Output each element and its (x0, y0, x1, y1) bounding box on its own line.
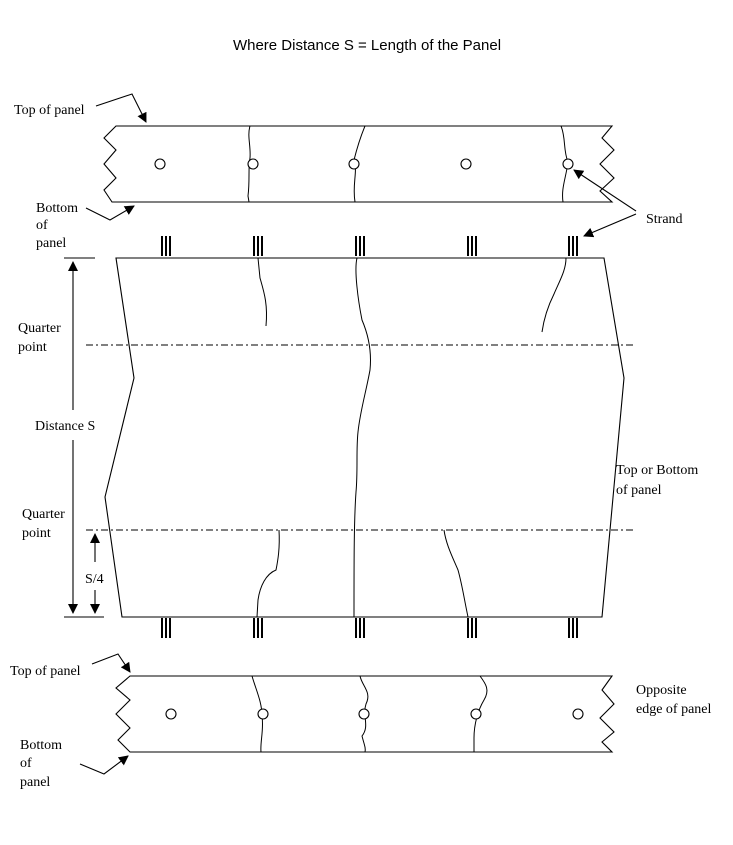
upper-edge-strand-hole-3 (348, 158, 360, 170)
upper-edge-strand-hole-1 (154, 158, 166, 170)
main-crack-top-3 (541, 257, 567, 333)
label-bottom-upper-3: panel (36, 236, 66, 251)
upper-strand-ends (161, 236, 578, 256)
label-s-over-4: S/4 (85, 572, 104, 587)
distance-s-dimension (64, 257, 104, 618)
upper-edge-panel (103, 125, 615, 203)
label-top-or-bottom-1: Top or Bottom (616, 463, 698, 478)
arrow-top-of-panel-upper (95, 93, 147, 123)
upper-edge-crack-1 (247, 125, 251, 203)
label-bottom-lower-1: Bottom (20, 738, 62, 753)
label-quarter-upper-1: Quarter (18, 321, 61, 336)
label-quarter-upper-2: point (18, 340, 47, 355)
label-bottom-upper-1: Bottom (36, 201, 78, 216)
main-panel-outline (104, 257, 625, 618)
arrow-bottom-of-panel-lower (79, 755, 129, 775)
strand-end-upper-3 (355, 236, 365, 256)
lower-edge-crack-2 (359, 675, 369, 753)
main-panel (86, 257, 636, 618)
arrow-strand-to-tendon (583, 213, 637, 238)
lower-edge-strand-hole-4 (470, 708, 482, 720)
label-top-of-panel-lower: Top of panel (10, 664, 81, 679)
upper-edge-strand-hole-4 (460, 158, 472, 170)
lower-edge-strand-hole-2 (257, 708, 269, 720)
arrow-top-of-panel-lower (91, 653, 131, 673)
main-crack-top-1 (257, 257, 267, 327)
arrow-bottom-of-panel-upper (85, 205, 135, 221)
lower-strand-ends (161, 618, 578, 638)
strand-end-lower-1 (161, 618, 171, 638)
lower-edge-strand-hole-5 (572, 708, 584, 720)
label-quarter-lower-1: Quarter (22, 507, 65, 522)
label-opposite-edge-1: Opposite (636, 683, 687, 698)
main-crack-bottom-2 (443, 529, 469, 618)
label-bottom-lower-2: of (20, 756, 32, 771)
upper-edge-strand-hole-2 (247, 158, 259, 170)
lower-edge-crack-3 (473, 675, 488, 752)
label-strand: Strand (646, 212, 683, 227)
main-crack-long (353, 257, 371, 618)
upper-edge-strand-hole-5 (562, 158, 574, 170)
label-top-of-panel-upper: Top of panel (14, 103, 85, 118)
lower-edge-outline (115, 675, 615, 753)
lower-edge-panel (115, 675, 615, 753)
label-bottom-lower-3: panel (20, 775, 50, 790)
main-crack-bottom-1 (256, 529, 280, 618)
lower-edge-strand-hole-1 (165, 708, 177, 720)
label-opposite-edge-2: edge of panel (636, 702, 712, 717)
strand-end-lower-5 (568, 618, 578, 638)
strand-end-lower-3 (355, 618, 365, 638)
strand-end-upper-1 (161, 236, 171, 256)
arrow-strand-to-hole (573, 169, 637, 212)
label-bottom-upper-2: of (36, 218, 48, 233)
strand-end-upper-4 (467, 236, 477, 256)
diagram-title: Where Distance S = Length of the Panel (233, 37, 501, 54)
strand-end-lower-4 (467, 618, 477, 638)
label-top-or-bottom-2: of panel (616, 483, 662, 498)
lower-edge-strand-hole-3 (358, 708, 370, 720)
label-distance-s: Distance S (35, 419, 95, 434)
upper-edge-outline (103, 125, 615, 203)
strand-end-upper-5 (568, 236, 578, 256)
label-quarter-lower-2: point (22, 526, 51, 541)
strand-end-lower-2 (253, 618, 263, 638)
strand-end-upper-2 (253, 236, 263, 256)
